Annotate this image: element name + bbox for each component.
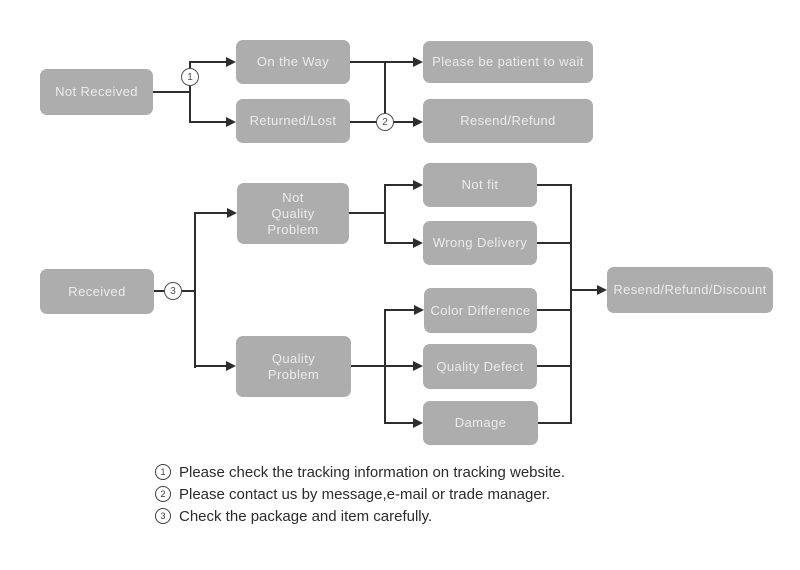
arrowhead-icon bbox=[597, 285, 607, 295]
footnote-marker-1: 1 bbox=[155, 464, 171, 480]
connector-line bbox=[384, 184, 386, 244]
connector-line bbox=[384, 184, 414, 186]
node-label-line: Problem bbox=[267, 366, 320, 382]
node-label-line: Quality bbox=[271, 350, 316, 366]
connector-line bbox=[189, 61, 191, 123]
node-please-be-patient: Please be patient to wait bbox=[423, 41, 593, 83]
arrowhead-icon bbox=[413, 361, 423, 371]
footnote-2: 2 Please contact us by message,e-mail or… bbox=[155, 483, 565, 505]
node-resend-refund-discount: Resend/Refund/Discount bbox=[607, 267, 773, 313]
arrowhead-icon bbox=[226, 117, 236, 127]
footnotes: 1 Please check the tracking information … bbox=[155, 461, 565, 527]
node-label-line: Not bbox=[282, 189, 304, 205]
node-not-quality-problem: Not Quality Problem bbox=[237, 183, 349, 244]
connector-line bbox=[189, 61, 227, 63]
node-resend-refund: Resend/Refund bbox=[423, 99, 593, 143]
footnote-3: 3 Check the package and item carefully. bbox=[155, 505, 565, 527]
connector-line bbox=[537, 309, 572, 311]
connector-line bbox=[537, 184, 572, 186]
arrowhead-icon bbox=[226, 57, 236, 67]
connector-line bbox=[384, 61, 386, 123]
connector-line bbox=[351, 365, 386, 367]
node-wrong-delivery: Wrong Delivery bbox=[423, 221, 537, 265]
connector-line bbox=[537, 365, 572, 367]
connector-line bbox=[153, 91, 191, 93]
connector-line bbox=[194, 212, 196, 368]
step-marker-1: 1 bbox=[181, 68, 199, 86]
node-label-line: Problem bbox=[267, 221, 319, 237]
arrowhead-icon bbox=[413, 418, 423, 428]
arrowhead-icon bbox=[227, 208, 237, 218]
arrowhead-icon bbox=[414, 305, 424, 315]
connector-line bbox=[384, 61, 413, 63]
connector-line bbox=[349, 212, 386, 214]
node-returned-lost: Returned/Lost bbox=[236, 99, 350, 143]
connector-line bbox=[538, 422, 572, 424]
footnote-marker-2: 2 bbox=[155, 486, 171, 502]
step-marker-3: 3 bbox=[164, 282, 182, 300]
connector-line bbox=[570, 289, 597, 291]
arrowhead-icon bbox=[413, 117, 423, 127]
node-not-fit: Not fit bbox=[423, 163, 537, 207]
node-on-the-way: On the Way bbox=[236, 40, 350, 84]
connector-line bbox=[384, 242, 414, 244]
footnote-text: Check the package and item carefully. bbox=[179, 507, 433, 525]
node-quality-problem: Quality Problem bbox=[236, 336, 351, 397]
footnote-text: Please check the tracking information on… bbox=[179, 463, 566, 481]
connector-line bbox=[384, 309, 415, 311]
node-quality-defect: Quality Defect bbox=[423, 344, 537, 389]
collector-line bbox=[570, 184, 572, 424]
connector-line bbox=[189, 121, 227, 123]
arrowhead-icon bbox=[413, 238, 423, 248]
connector-line bbox=[537, 242, 572, 244]
arrowhead-icon bbox=[413, 57, 423, 67]
arrowhead-icon bbox=[226, 361, 236, 371]
arrowhead-icon bbox=[413, 180, 423, 190]
connector-line bbox=[384, 422, 414, 424]
step-marker-2: 2 bbox=[376, 113, 394, 131]
node-label-line: Quality bbox=[271, 205, 315, 221]
node-not-received: Not Received bbox=[40, 69, 153, 115]
footnote-1: 1 Please check the tracking information … bbox=[155, 461, 565, 483]
node-damage: Damage bbox=[423, 401, 538, 445]
connector-line bbox=[194, 365, 227, 367]
connector-line bbox=[350, 61, 386, 63]
footnote-marker-3: 3 bbox=[155, 508, 171, 524]
footnote-text: Please contact us by message,e-mail or t… bbox=[179, 485, 551, 503]
node-received: Received bbox=[40, 269, 154, 314]
connector-line bbox=[384, 365, 414, 367]
node-color-difference: Color Difference bbox=[424, 288, 537, 333]
connector-line bbox=[194, 212, 228, 214]
